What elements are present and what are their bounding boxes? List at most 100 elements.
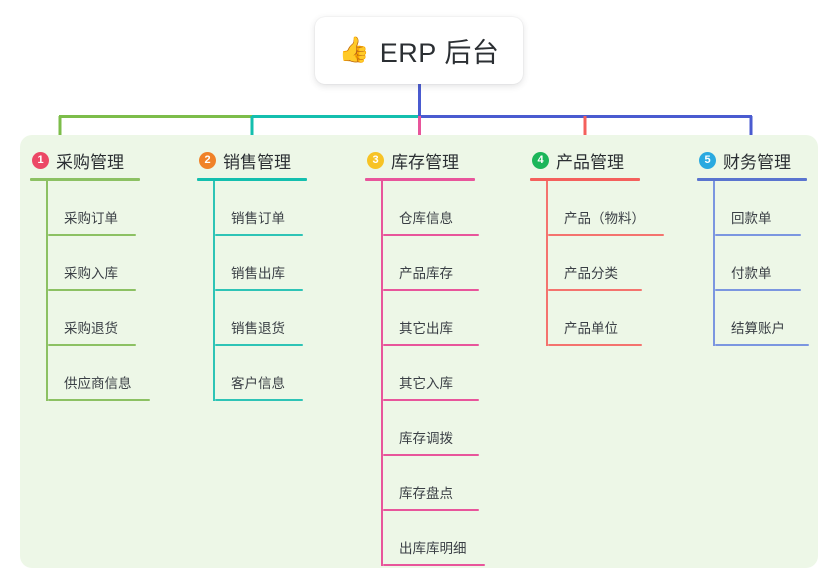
diagram-panel: 1 采购管理采购订单采购入库采购退货供应商信息 2 销售管理销售订单销售出库销售退货客… (20, 135, 818, 568)
branch-item-label: 产品分类 (564, 266, 618, 281)
branch-spine (546, 181, 548, 346)
branch-item-label: 库存盘点 (399, 486, 453, 501)
branch-spine (213, 181, 215, 401)
branch-item-rule (715, 344, 809, 346)
branch-index-badge: 3 (367, 151, 384, 169)
branch-column-5: 5 财务管理回款单付款单结算账户 (697, 148, 837, 346)
branch-item-label: 采购订单 (64, 211, 118, 226)
branch-item-label: 付款单 (731, 266, 772, 281)
branch-item-rule (383, 509, 479, 511)
branch-item-rule (48, 399, 150, 401)
branch-item[interactable]: 出库库明细 (383, 511, 515, 566)
branch-header-2[interactable]: 2 销售管理 (197, 148, 347, 172)
branch-spine (713, 181, 715, 346)
branch-items: 销售订单销售出库销售退货客户信息 (197, 181, 347, 401)
branch-header-rule (365, 178, 475, 181)
branch-item[interactable]: 供应商信息 (48, 346, 180, 401)
branch-item[interactable]: 产品（物料） (548, 181, 680, 236)
branch-item[interactable]: 销售退货 (215, 291, 347, 346)
branch-title: 财务管理 (723, 152, 791, 172)
branch-item-rule (548, 289, 642, 291)
branch-item[interactable]: 客户信息 (215, 346, 347, 401)
branch-item-label: 产品库存 (399, 266, 453, 281)
branch-item[interactable]: 库存调拨 (383, 401, 515, 456)
branch-item-label: 销售退货 (231, 321, 285, 336)
branch-item-rule (48, 289, 136, 291)
branch-item[interactable]: 销售出库 (215, 236, 347, 291)
branch-items: 仓库信息产品库存其它出库其它入库库存调拨库存盘点出库库明细 (365, 181, 515, 566)
branch-column-3: 3 库存管理仓库信息产品库存其它出库其它入库库存调拨库存盘点出库库明细 (365, 148, 515, 566)
branch-item-rule (548, 344, 642, 346)
branch-column-2: 2 销售管理销售订单销售出库销售退货客户信息 (197, 148, 347, 401)
branch-item-label: 其它出库 (399, 321, 453, 336)
branch-item[interactable]: 产品分类 (548, 236, 680, 291)
branch-item-rule (383, 289, 479, 291)
branch-item-rule (383, 344, 479, 346)
branch-item-label: 采购退货 (64, 321, 118, 336)
branch-item-label: 出库库明细 (399, 541, 467, 556)
branch-item-rule (215, 234, 303, 236)
branch-index-badge: 5 (699, 151, 716, 169)
branch-title: 库存管理 (391, 152, 459, 172)
branch-title: 采购管理 (56, 152, 124, 172)
thumbs-up-icon: 👍 (338, 36, 370, 64)
branch-item-rule (715, 234, 801, 236)
branch-item[interactable]: 采购退货 (48, 291, 180, 346)
branch-item[interactable]: 其它出库 (383, 291, 515, 346)
branch-title: 产品管理 (556, 152, 624, 172)
branch-spine (381, 181, 383, 566)
branch-item-rule (383, 399, 479, 401)
branch-header-rule (197, 178, 307, 181)
root-title-card: 👍 ERP 后台 (315, 17, 523, 84)
root-title: ERP 后台 (379, 38, 500, 68)
branch-header-rule (30, 178, 140, 181)
branch-item[interactable]: 采购订单 (48, 181, 180, 236)
branch-item-rule (48, 234, 136, 236)
branch-header-3[interactable]: 3 库存管理 (365, 148, 515, 172)
branch-header-rule (530, 178, 640, 181)
branch-item-label: 供应商信息 (64, 376, 132, 391)
branch-item-label: 库存调拨 (399, 431, 453, 446)
branch-item[interactable]: 采购入库 (48, 236, 180, 291)
branch-item-rule (48, 344, 136, 346)
branch-column-1: 1 采购管理采购订单采购入库采购退货供应商信息 (30, 148, 180, 401)
branch-item-rule (715, 289, 801, 291)
branch-item-label: 采购入库 (64, 266, 118, 281)
branch-items: 回款单付款单结算账户 (697, 181, 837, 346)
branch-item[interactable]: 结算账户 (715, 291, 837, 346)
branch-items: 产品（物料） 产品分类产品单位 (530, 181, 680, 346)
branch-item[interactable]: 产品库存 (383, 236, 515, 291)
branch-header-rule (697, 178, 807, 181)
branch-item[interactable]: 库存盘点 (383, 456, 515, 511)
branch-item-label: 产品单位 (564, 321, 618, 336)
branch-item[interactable]: 付款单 (715, 236, 837, 291)
branch-item-label: 仓库信息 (399, 211, 453, 226)
branch-item-rule (548, 234, 664, 236)
branch-item-rule (215, 289, 303, 291)
branch-header-1[interactable]: 1 采购管理 (30, 148, 180, 172)
branch-item-rule (383, 234, 479, 236)
branch-item[interactable]: 销售订单 (215, 181, 347, 236)
branch-item-rule (215, 399, 303, 401)
branch-items: 采购订单采购入库采购退货供应商信息 (30, 181, 180, 401)
branch-item-label: 销售出库 (231, 266, 285, 281)
branch-item[interactable]: 回款单 (715, 181, 837, 236)
branch-item-label: 回款单 (731, 211, 772, 226)
branch-index-badge: 1 (32, 151, 49, 169)
branch-item-label: 结算账户 (731, 321, 785, 336)
branch-item-rule (215, 344, 303, 346)
branch-title: 销售管理 (223, 152, 291, 172)
branch-item[interactable]: 仓库信息 (383, 181, 515, 236)
branch-item[interactable]: 产品单位 (548, 291, 680, 346)
branch-item-label: 产品（物料） (564, 211, 645, 226)
branch-header-5[interactable]: 5 财务管理 (697, 148, 837, 172)
branch-item-rule (383, 454, 479, 456)
branch-item[interactable]: 其它入库 (383, 346, 515, 401)
branch-item-label: 客户信息 (231, 376, 285, 391)
branch-spine (46, 181, 48, 401)
branch-item-label: 销售订单 (231, 211, 285, 226)
branch-index-badge: 2 (199, 151, 216, 169)
branch-item-label: 其它入库 (399, 376, 453, 391)
